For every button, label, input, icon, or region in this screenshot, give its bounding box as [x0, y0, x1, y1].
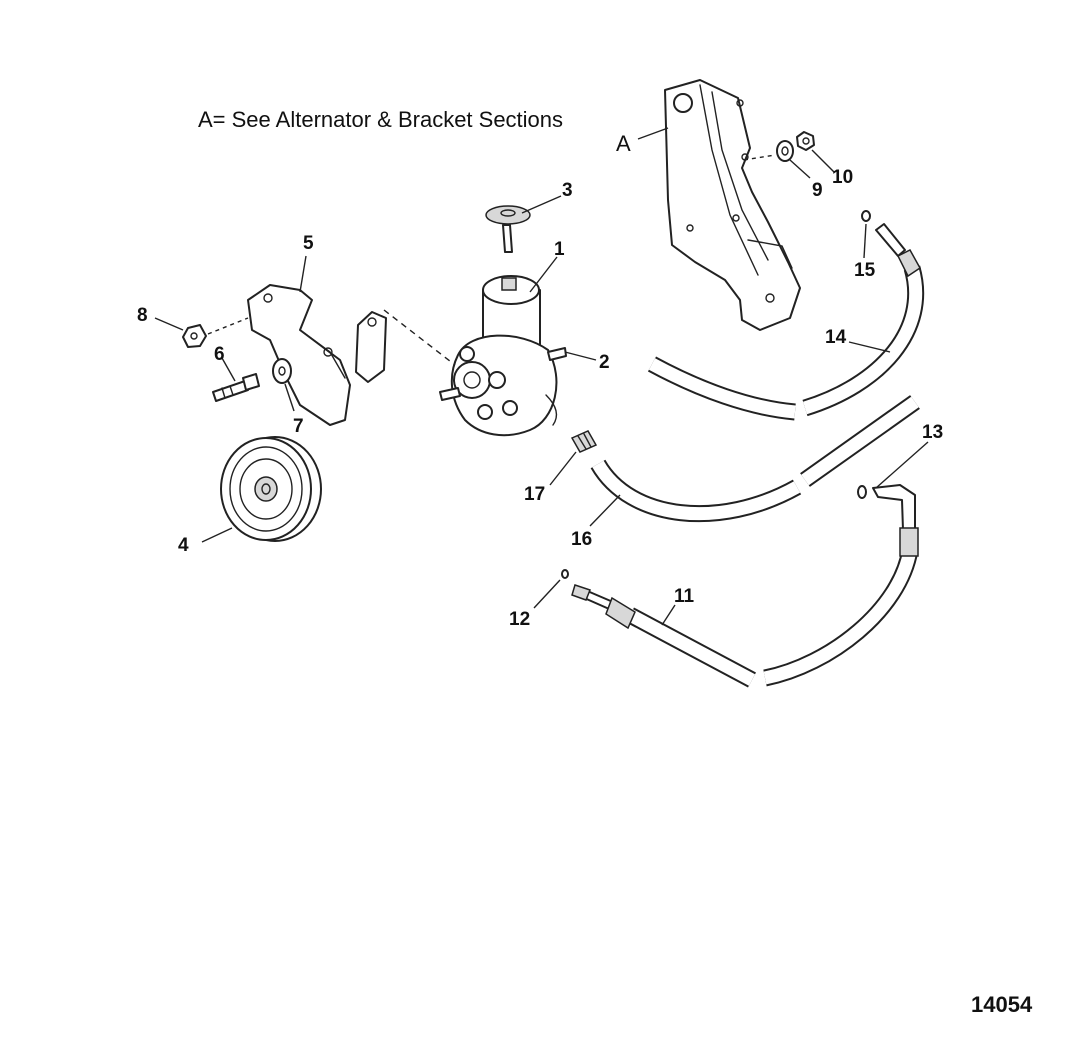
callout-1: 1: [554, 239, 565, 260]
section-note: A= See Alternator & Bracket Sections: [198, 107, 563, 132]
leader-lines: [154, 149, 929, 626]
pulley-4: [220, 436, 322, 542]
callout-7: 7: [293, 416, 304, 437]
callout-4: 4: [178, 535, 189, 556]
callout-9: 9: [812, 180, 823, 201]
fitting-17: [570, 430, 598, 453]
nut-8: [182, 324, 207, 348]
dash-pump-bracket: [383, 309, 456, 366]
figure-number: 14054: [971, 992, 1033, 1017]
callout-15: 15: [854, 260, 876, 281]
callout-11: 11: [674, 586, 695, 607]
nut-10: [796, 131, 815, 151]
callout-13: 13: [922, 422, 943, 443]
o-ring-15: [861, 210, 871, 222]
section-marker-a: A: [616, 131, 631, 156]
pump-bracket-5: [247, 284, 387, 426]
o-ring-13: [857, 485, 867, 499]
leader-a: [637, 127, 669, 140]
alternator-bracket-a: [664, 79, 801, 331]
callout-10: 10: [832, 167, 853, 188]
callout-3: 3: [562, 180, 573, 201]
washer-7: [272, 358, 292, 384]
callout-5: 5: [303, 233, 314, 254]
bolt-6: [212, 373, 260, 402]
callout-8: 8: [137, 305, 148, 326]
power-steering-pump-1: [439, 275, 567, 437]
callout-2: 2: [599, 352, 610, 373]
hose-16: [590, 395, 920, 523]
washer-9: [776, 140, 794, 162]
callout-17: 17: [524, 484, 545, 505]
dash-9: [743, 154, 776, 161]
o-ring-12: [561, 569, 569, 579]
reservoir-cap-3: [485, 205, 531, 253]
dash-8: [207, 317, 249, 335]
callout-12: 12: [509, 609, 530, 630]
callout-16: 16: [571, 529, 592, 550]
callout-14: 14: [825, 327, 847, 348]
hose-14: [647, 223, 925, 421]
hose-11: [571, 484, 919, 688]
callout-6: 6: [214, 344, 225, 365]
